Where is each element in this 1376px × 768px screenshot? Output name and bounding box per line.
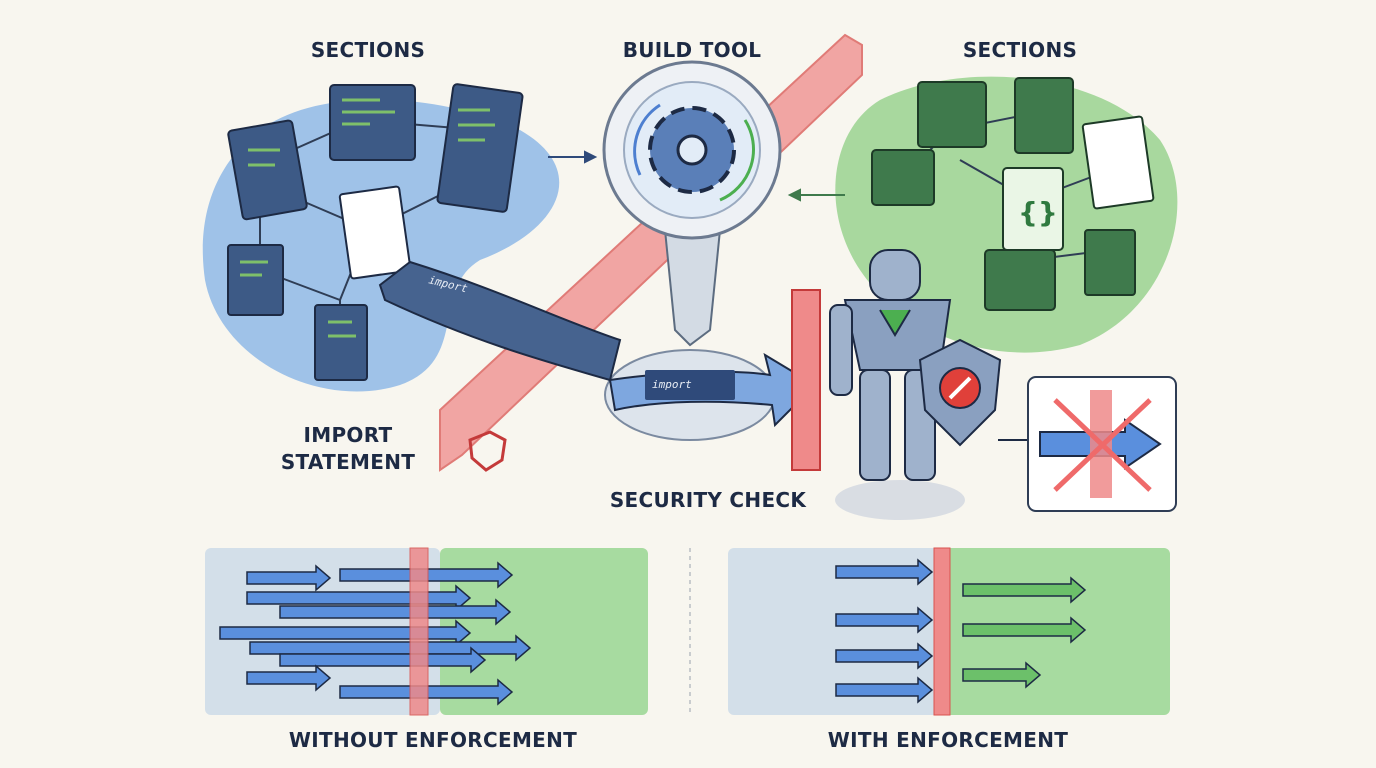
- braces-icon: {}: [1018, 196, 1058, 229]
- allowed-arrow: [962, 576, 1087, 604]
- without-enforcement-panel: [205, 547, 648, 716]
- allowed-arrow: [962, 661, 1042, 689]
- security-check-label: SECURITY CHECK: [609, 488, 807, 512]
- import-arrow: [835, 676, 934, 704]
- unenforced-arrow: [279, 646, 487, 674]
- left-code-files: [227, 83, 524, 381]
- blocked-import-icon: [1027, 376, 1177, 512]
- right-code-files: [871, 77, 1155, 311]
- unenforced-arrow: [279, 598, 512, 626]
- unenforced-arrow: [219, 619, 472, 647]
- sections-right-label: SECTIONS: [962, 38, 1078, 62]
- unenforced-arrow: [246, 664, 332, 692]
- flow-arrows: [548, 150, 845, 202]
- import-statement-label-line1: IMPORT: [303, 423, 393, 447]
- import-statement-label-line2: STATEMENT: [280, 450, 416, 474]
- barrier-shield-icon: [468, 430, 507, 472]
- allowed-arrow: [962, 616, 1087, 644]
- with-enforcement-label: WITH ENFORCEMENT: [827, 728, 1069, 752]
- unenforced-arrow: [246, 564, 332, 592]
- sections-left-label: SECTIONS: [310, 38, 426, 62]
- with-enforcement-panel: [728, 547, 1170, 716]
- left-code-lines: [240, 98, 495, 338]
- import-arrow: [835, 606, 934, 634]
- import-code-text-2: import: [652, 378, 692, 391]
- security-guard-robot: [829, 249, 1002, 520]
- security-barrier-post: [791, 289, 821, 471]
- build-tool-label: BUILD TOOL: [622, 38, 762, 62]
- without-enforcement-label: WITHOUT ENFORCEMENT: [288, 728, 578, 752]
- import-arrow: [835, 642, 934, 670]
- import-arrow: [835, 558, 934, 586]
